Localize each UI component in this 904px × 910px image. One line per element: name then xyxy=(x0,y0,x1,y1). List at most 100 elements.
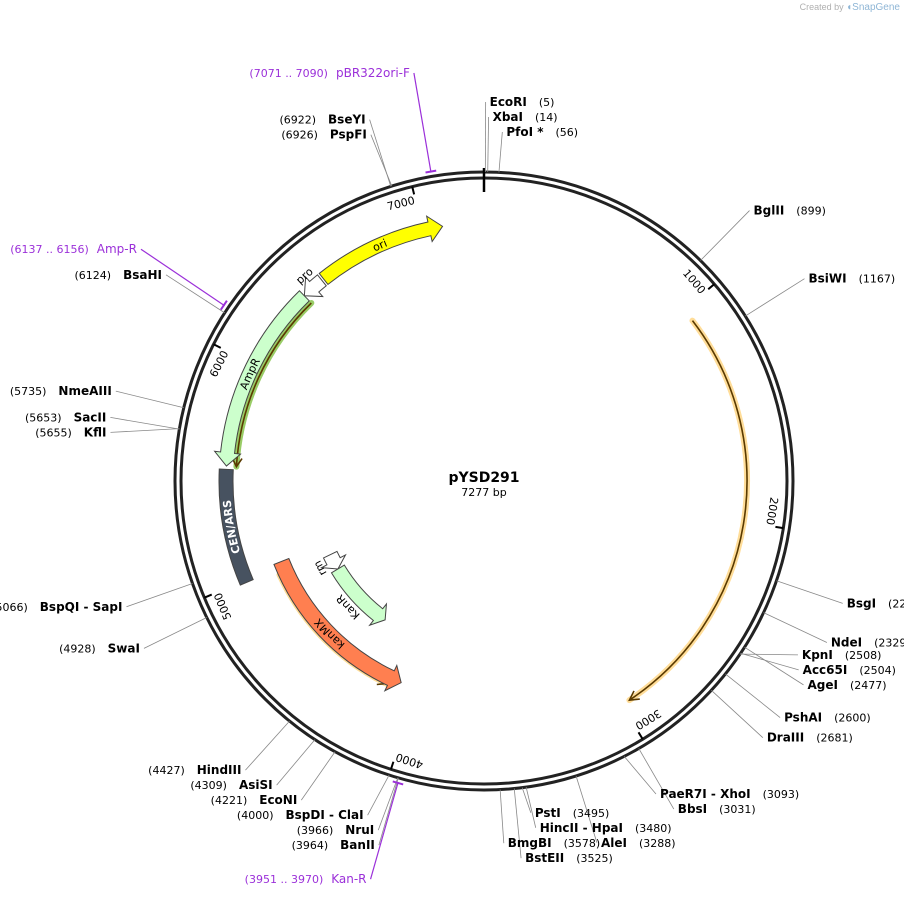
site-leader-line xyxy=(763,612,828,643)
site-paer7i-xhoi[interactable]: PaeR7I - XhoI(3093) xyxy=(660,787,799,801)
site-leader-line xyxy=(367,774,390,816)
feature-ampr-promoter[interactable] xyxy=(303,274,327,298)
site-bmgbi[interactable]: BmgBI(3578) xyxy=(508,836,600,850)
site-leader-line xyxy=(377,777,399,831)
site-draiii[interactable]: DraIII(2681) xyxy=(767,731,853,745)
site-leader-line xyxy=(740,652,799,671)
primer-marker[interactable] xyxy=(220,300,228,311)
orf-arc[interactable] xyxy=(235,302,312,467)
ruler-tick xyxy=(707,283,715,291)
site-ecori[interactable]: EcoRI(5) xyxy=(490,95,555,109)
site-bseyi[interactable]: (6922)BseYI xyxy=(279,113,365,127)
site-leader-line xyxy=(499,789,505,844)
site-sacii[interactable]: (5653)SacII xyxy=(25,410,106,424)
site-leader-line xyxy=(300,751,336,801)
ruler-tick xyxy=(390,761,395,770)
site-leader-line xyxy=(725,673,781,718)
feature-ampr[interactable] xyxy=(213,290,310,467)
site-leader-line xyxy=(525,787,537,828)
ruler-tick xyxy=(203,593,213,599)
primer-marker[interactable] xyxy=(392,780,404,786)
site-swai[interactable]: (4928)SwaI xyxy=(59,641,140,655)
primer-sites: (7071 .. 7090)pBR322ori-F (6137 .. 6156)A… xyxy=(10,66,437,886)
site-ndei[interactable]: NdeI(2329) xyxy=(831,635,904,649)
site-bspqi-sapi[interactable]: (5066)BspQI - SapI xyxy=(0,600,122,614)
primer-leader-line xyxy=(140,248,225,307)
orf-arcs xyxy=(231,299,750,704)
site-leader-line xyxy=(276,739,316,786)
site-leader-line xyxy=(711,689,764,738)
site-leader-line xyxy=(623,756,657,795)
site-bsiwi[interactable]: BsiWI(1167) xyxy=(808,272,895,286)
snapgene-logo-icon: ◖ xyxy=(846,2,853,13)
site-bsteii[interactable]: BstEII(3525) xyxy=(525,851,613,865)
primer-kan-r[interactable]: (3951 .. 3970)Kan-R xyxy=(245,872,367,886)
ruler-label: 7000 xyxy=(386,194,416,213)
feature-arrows: oriAmpR promoterAmpRCEN/ARSTEF terminato… xyxy=(0,0,444,692)
ruler-tick xyxy=(213,343,222,349)
site-banii[interactable]: (3964)BanII xyxy=(292,838,375,852)
plasmid-name: pYSD291 xyxy=(448,470,519,486)
feature-kanr[interactable] xyxy=(330,564,388,627)
site-leader-line xyxy=(575,775,598,843)
site-kpni[interactable]: KpnI(2508) xyxy=(802,648,881,662)
orf-arrowhead xyxy=(628,690,640,702)
feature-tef-terminator[interactable] xyxy=(319,550,347,570)
site-leader-line xyxy=(370,134,393,187)
site-bsahi[interactable]: (6124)BsaHI xyxy=(75,268,162,282)
primer-marker[interactable] xyxy=(425,169,437,174)
site-xbai[interactable]: XbaI(14) xyxy=(493,110,558,124)
site-asisi[interactable]: (4309)AsiSI xyxy=(190,778,272,792)
feature-label: ori xyxy=(371,237,389,255)
site-leader-line xyxy=(744,646,804,686)
site-nmeaiii[interactable]: (5735)NmeAIII xyxy=(10,384,112,398)
site-leader-line xyxy=(110,417,180,430)
feature-cen-ars[interactable] xyxy=(218,468,254,586)
site-leader-line xyxy=(638,748,675,810)
site-bspdi-clai[interactable]: (4000)BspDI - ClaI xyxy=(237,808,364,822)
feature-kanmx[interactable] xyxy=(273,557,402,692)
ruler-tick xyxy=(775,525,784,530)
snapgene-name: SnapGene xyxy=(852,2,900,13)
site-leader-line xyxy=(165,274,225,314)
site-pspfi[interactable]: (6926)PspFI xyxy=(281,128,367,142)
site-bglii[interactable]: BglII(899) xyxy=(754,204,826,218)
ruler-label: 2000 xyxy=(763,496,780,526)
created-by-text: Created by xyxy=(799,2,844,12)
orf-halo xyxy=(626,317,750,704)
site-acc65i[interactable]: Acc65I(2504) xyxy=(803,663,896,677)
site-leader-line xyxy=(115,390,184,409)
site-leader-line xyxy=(143,617,207,649)
site-kfli[interactable]: (5655)KflI xyxy=(35,425,106,439)
site-econi[interactable]: (4221)EcoNI xyxy=(211,793,298,807)
site-hindiii[interactable]: (4427)HindIII xyxy=(148,763,241,777)
site-hincii-hpai[interactable]: HincII - HpaI(3480) xyxy=(540,821,672,835)
site-leader-line xyxy=(700,210,750,261)
site-pshai[interactable]: PshAI(2600) xyxy=(784,711,871,725)
ruler-label: 4000 xyxy=(394,750,425,771)
site-leader-line xyxy=(245,720,290,771)
plasmid-length: 7277 bp xyxy=(461,486,506,499)
site-leader-line xyxy=(487,116,489,173)
orf-arc[interactable] xyxy=(628,320,748,701)
site-alei[interactable]: AleI(3288) xyxy=(601,836,676,850)
primer-pbr322ori-f[interactable]: (7071 .. 7090)pBR322ori-F xyxy=(249,66,410,80)
site-leader-line xyxy=(739,653,798,656)
ruler-tick xyxy=(411,186,416,195)
site-leader-line xyxy=(513,788,522,859)
site-bsgi[interactable]: BsgI(2200) xyxy=(847,596,904,610)
snapgene-watermark: Created by ◖SnapGene xyxy=(800,2,900,13)
site-nrui[interactable]: (3966)NruI xyxy=(297,823,375,837)
site-agei[interactable]: AgeI(2477) xyxy=(808,678,887,692)
feature-ori[interactable] xyxy=(318,215,444,286)
site-bbsi[interactable]: BbsI(3031) xyxy=(678,802,756,816)
primer-amp-r[interactable]: (6137 .. 6156)Amp-R xyxy=(10,242,137,256)
site-leader-line xyxy=(378,777,399,846)
primer-leader-line xyxy=(369,781,399,880)
site-leader-line xyxy=(498,131,503,173)
site-pfoi[interactable]: PfoI *(56) xyxy=(506,125,578,139)
site-leader-line xyxy=(745,278,805,317)
site-psti[interactable]: PstI(3495) xyxy=(535,806,610,820)
